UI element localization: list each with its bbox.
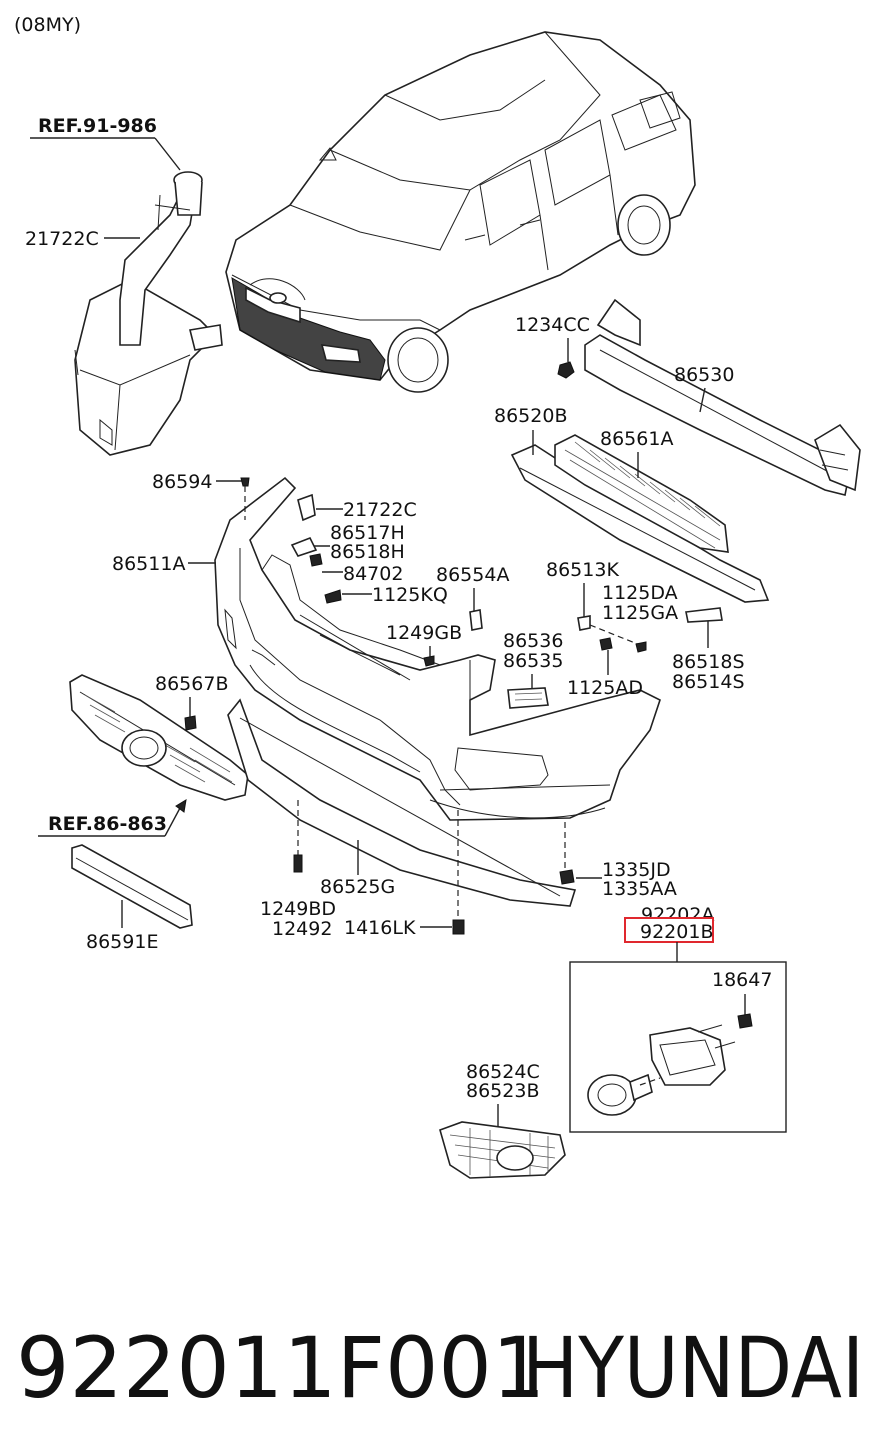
part-label-1335JD: 1335JD <box>602 859 671 881</box>
bumper-beam <box>584 298 861 496</box>
part-label-86523B: 86523B <box>466 1080 539 1102</box>
part-label-1125DA: 1125DA <box>602 582 678 604</box>
front-bumper-cover <box>214 476 661 821</box>
footer-brand: HYUNDAI <box>522 1319 864 1417</box>
part-label-86536: 86536 <box>503 630 563 652</box>
footer-part-number: 922011F001 <box>16 1319 545 1417</box>
fog-lamp-detail-box <box>569 961 787 1133</box>
radiator-grille <box>69 674 249 801</box>
part-label-1335AA: 1335AA <box>602 878 677 900</box>
highlight-box <box>624 917 714 943</box>
washer-reservoir <box>74 171 223 456</box>
part-label-1234CC: 1234CC <box>515 314 590 336</box>
part-label-1416LK: 1416LK <box>344 917 416 939</box>
part-label-86525G: 86525G <box>320 876 395 898</box>
fog-lamp-housing <box>649 1024 736 1086</box>
part-label-84702: 84702 <box>343 563 403 585</box>
model-year-label: (08MY) <box>14 14 81 36</box>
part-label-1125AD: 1125AD <box>567 677 643 699</box>
part-label-18647: 18647 <box>712 969 772 991</box>
part-label-86530: 86530 <box>674 364 734 386</box>
part-label-86517H: 86517H <box>330 522 405 544</box>
part-label-1249GB: 1249GB <box>386 622 462 644</box>
part-label-86511A: 86511A <box>112 553 185 575</box>
part-label-86514S: 86514S <box>672 671 745 693</box>
part-label-21722C-upper: 21722C <box>25 228 99 250</box>
lower-grille-mesh <box>554 434 729 553</box>
fog-lamp-cover <box>439 1121 566 1179</box>
part-label-86591E: 86591E <box>86 931 158 953</box>
part-label-12492: 12492 <box>272 918 332 940</box>
part-label-86524C: 86524C <box>466 1061 540 1083</box>
part-label-86561A: 86561A <box>600 428 673 450</box>
part-label-86513K: 86513K <box>546 559 619 581</box>
part-label-86554A: 86554A <box>436 564 509 586</box>
part-label-86518H: 86518H <box>330 541 405 563</box>
part-label-1249BD: 1249BD <box>260 898 336 920</box>
part-label-1125KQ: 1125KQ <box>372 584 448 606</box>
part-label-86567B: 86567B <box>155 673 228 695</box>
part-label-86535: 86535 <box>503 650 563 672</box>
part-label-92201B[interactable]: 92201B <box>640 921 713 943</box>
ref-grille-label: REF.86-863 <box>48 813 167 835</box>
fog-lamp-unit <box>587 1073 653 1116</box>
ref-washer-label: REF.91-986 <box>38 115 157 137</box>
license-plate-bracket <box>71 844 193 929</box>
part-label-86518S: 86518S <box>672 651 745 673</box>
part-label-86520B: 86520B <box>494 405 567 427</box>
vehicle-illustration <box>225 31 696 393</box>
part-label-1125GA: 1125GA <box>602 602 678 624</box>
part-label-21722C-lower: 21722C <box>343 499 417 521</box>
part-label-86594: 86594 <box>152 471 212 493</box>
